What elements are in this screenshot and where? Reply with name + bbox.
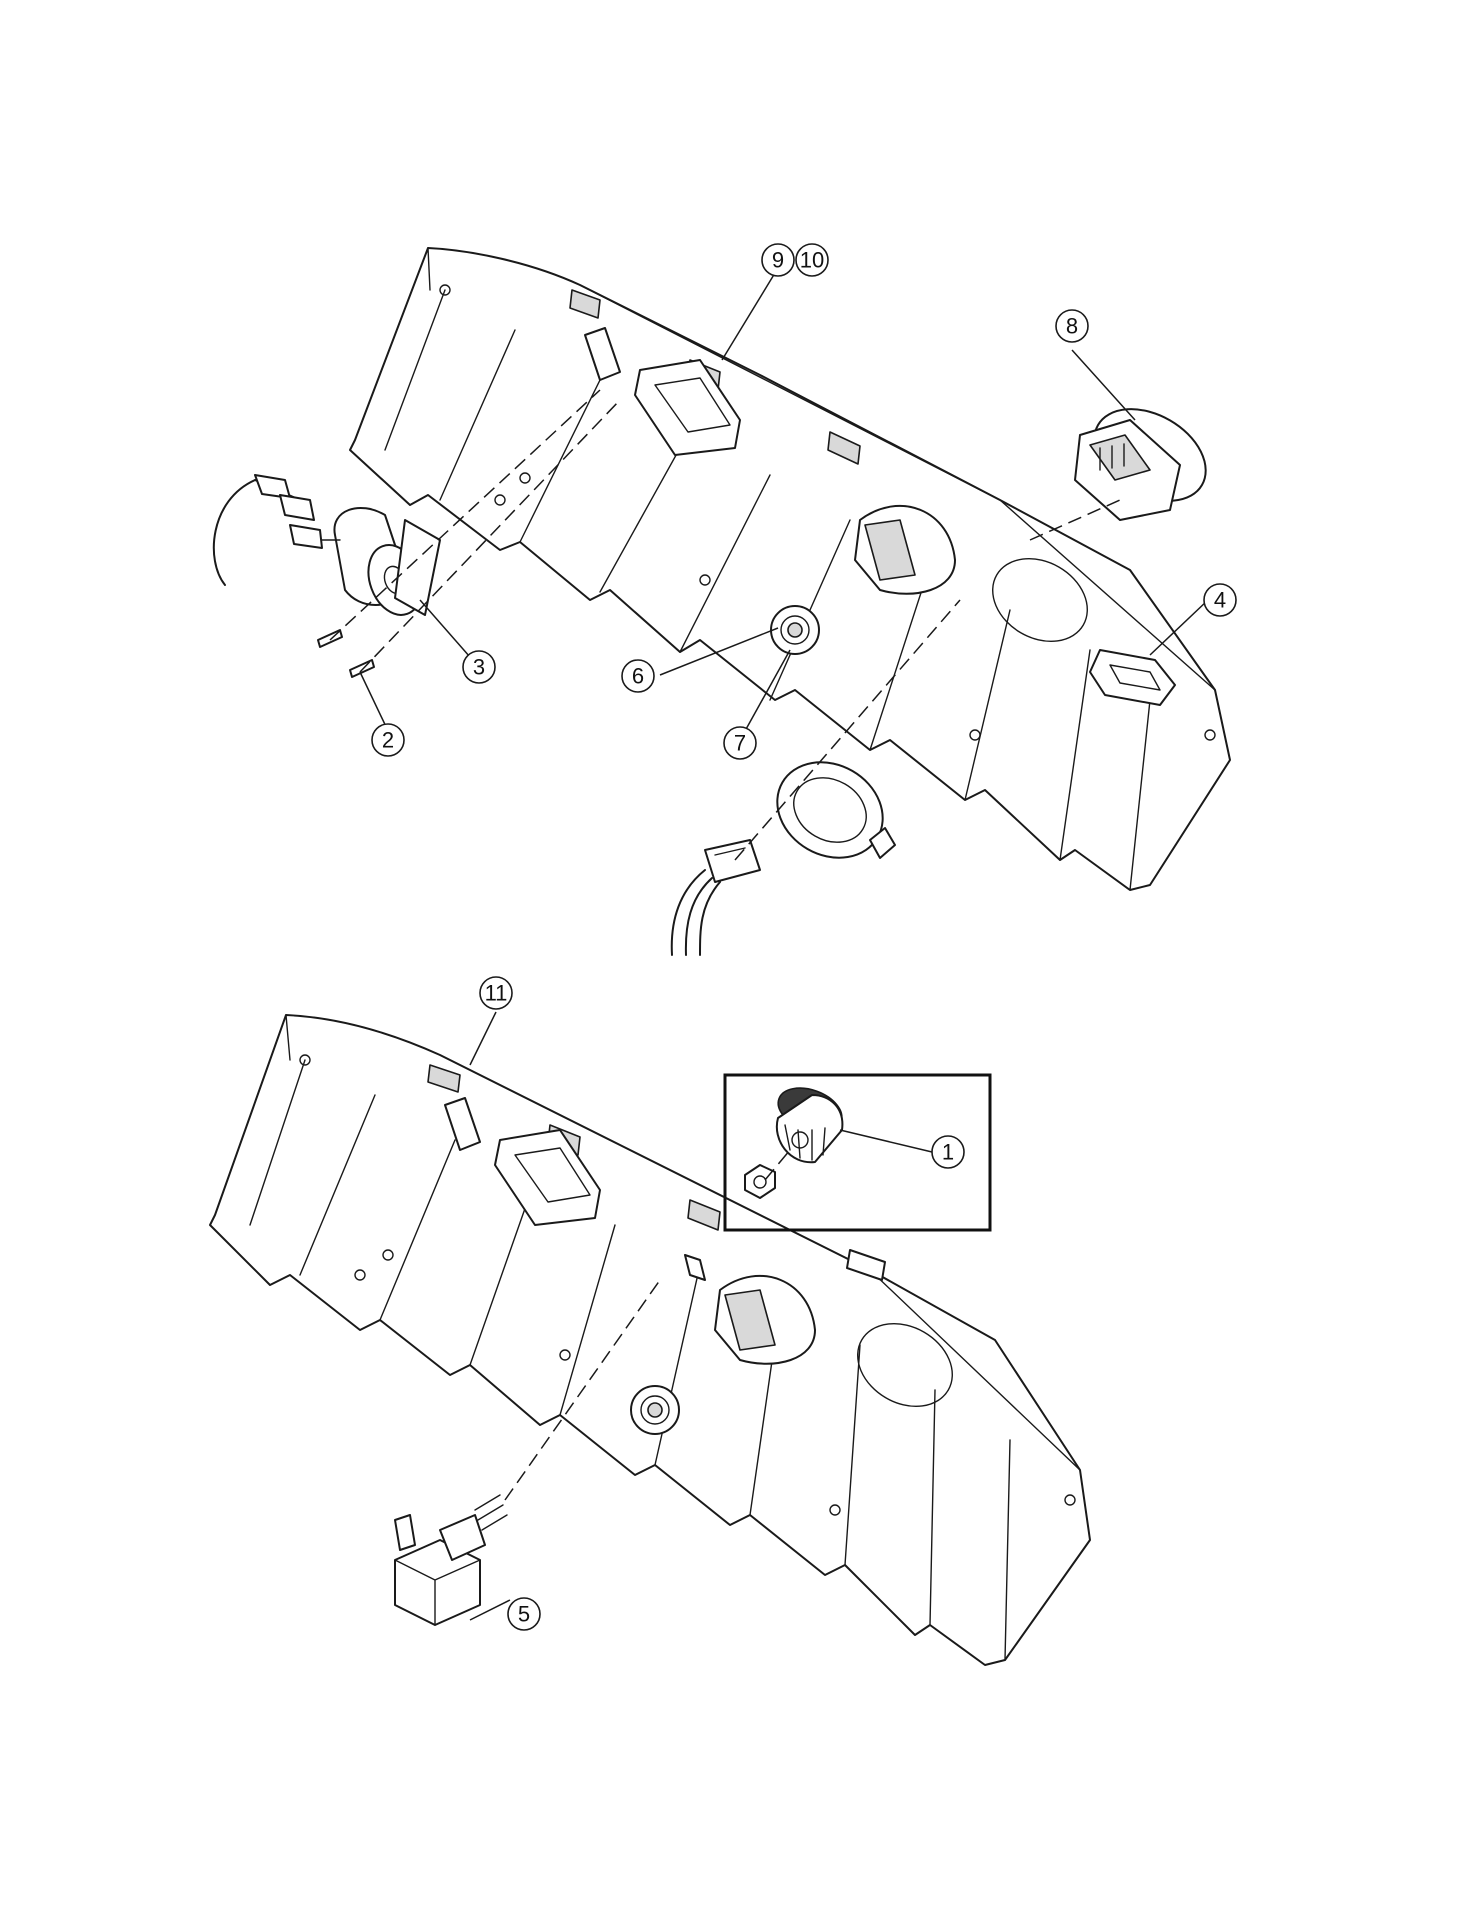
svg-text:5: 5: [518, 1602, 530, 1627]
svg-text:7: 7: [734, 731, 746, 756]
svg-text:4: 4: [1214, 588, 1226, 613]
round-opening: [992, 557, 1088, 643]
panel-clip: [569, 289, 601, 319]
callouts: 9 10 8 4 3 6 7 2: [371, 243, 1237, 1631]
rib-hole: [969, 729, 981, 741]
switch-bracket: [584, 327, 621, 381]
svg-text:9: 9: [772, 248, 784, 273]
inset-detail-box: [723, 1073, 992, 1232]
callout-10: 10: [795, 243, 829, 277]
callout-8: 8: [1055, 309, 1089, 343]
upper-panel-assembly: [212, 247, 1231, 956]
rib-hole: [519, 472, 531, 484]
wire-harness-bottom: [670, 869, 721, 956]
lower-panel-assembly: [209, 1011, 1091, 1666]
connector-ring: [776, 761, 896, 859]
upper-panel-outline: [349, 247, 1231, 891]
svg-text:11: 11: [485, 981, 508, 1006]
callout-5: 5: [507, 1597, 541, 1631]
screw-2b: [349, 659, 375, 678]
callout-3: 3: [462, 650, 496, 684]
callout-6: 6: [621, 659, 655, 693]
svg-text:10: 10: [800, 248, 824, 273]
callout-2: 2: [371, 723, 405, 757]
knurled-knob-1: [775, 1087, 844, 1164]
callout-9: 9: [761, 243, 795, 277]
mount-hole: [439, 284, 451, 296]
gauge-8: [1074, 408, 1207, 521]
svg-text:3: 3: [473, 655, 485, 680]
callout-7: 7: [723, 726, 757, 760]
svg-text:6: 6: [632, 664, 644, 689]
svg-text:2: 2: [382, 728, 394, 753]
panel-ribs: [249, 1059, 1011, 1661]
mount-hole: [1204, 729, 1216, 741]
svg-text:8: 8: [1066, 314, 1078, 339]
rib-hole: [699, 574, 711, 586]
upper-panel-lip: [427, 247, 1216, 691]
svg-text:1: 1: [942, 1140, 954, 1165]
panel-clip: [827, 431, 861, 465]
connector-plug: [704, 839, 761, 883]
relay-5: [394, 1494, 508, 1626]
callout-11: 11: [479, 976, 513, 1010]
rib-hole: [494, 494, 506, 506]
callout-4: 4: [1203, 583, 1237, 617]
lower-panel-outline: [209, 1014, 1091, 1666]
toggle-switch-4: [1089, 649, 1176, 706]
hex-nut: [744, 1164, 776, 1199]
callout-1: 1: [931, 1135, 965, 1169]
